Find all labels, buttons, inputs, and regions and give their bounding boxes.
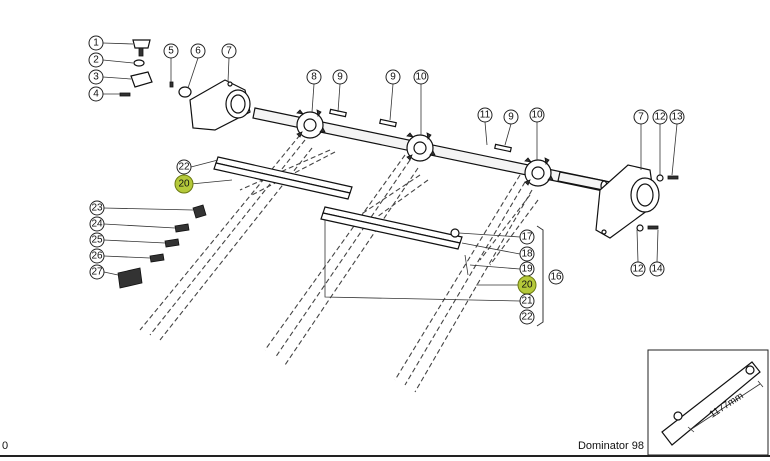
callout-20-lower-highlighted: 20 [517, 275, 537, 295]
callout-3: 3 [88, 69, 104, 85]
guide-rail-lower [320, 206, 469, 276]
callout-22-lower: 22 [519, 309, 535, 325]
svg-text:9: 9 [390, 72, 396, 83]
svg-text:13: 13 [671, 112, 683, 123]
svg-text:2: 2 [93, 55, 99, 66]
chain-line [369, 179, 429, 223]
callout-20-upper-highlighted: 20 [174, 174, 194, 194]
chain-line [359, 174, 421, 216]
right-fasteners [636, 174, 679, 232]
callout-19: 19 [519, 261, 535, 277]
model-label: Dominator 98 [577, 440, 644, 452]
svg-text:12: 12 [632, 264, 644, 275]
svg-text:18: 18 [521, 249, 533, 260]
callout-1: 1 [88, 35, 104, 51]
chain-line [284, 167, 419, 366]
chain-lines [139, 134, 539, 393]
svg-text:21: 21 [521, 296, 533, 307]
svg-text:24: 24 [91, 219, 103, 230]
callout-10-b: 10 [529, 107, 545, 123]
inset-detail: 1177mm [647, 349, 769, 456]
svg-text:12: 12 [654, 112, 666, 123]
svg-text:4: 4 [93, 89, 99, 100]
svg-text:20: 20 [521, 280, 533, 291]
svg-text:23: 23 [91, 203, 103, 214]
svg-text:8: 8 [311, 72, 317, 83]
callout-16: 16 [548, 269, 564, 285]
svg-text:3: 3 [93, 72, 99, 83]
svg-text:19: 19 [521, 264, 533, 275]
callout-22-upper: 22 [176, 159, 192, 175]
chain-line [489, 199, 539, 266]
svg-text:9: 9 [508, 112, 514, 123]
svg-text:26: 26 [91, 251, 103, 262]
chain-clips [117, 204, 207, 289]
chain-line [414, 189, 533, 393]
chain-line [239, 149, 331, 191]
chain-line [264, 154, 406, 351]
svg-text:14: 14 [651, 264, 663, 275]
svg-text:5: 5 [168, 46, 174, 57]
small-parts-top-left [119, 39, 192, 98]
svg-text:9: 9 [337, 72, 343, 83]
svg-text:7: 7 [638, 112, 644, 123]
svg-text:25: 25 [91, 235, 103, 246]
callout-7-left: 7 [221, 43, 237, 59]
svg-text:11: 11 [480, 110, 491, 121]
callout-8: 8 [306, 69, 322, 85]
callout-12-bottom: 12 [630, 261, 646, 277]
callout-26: 26 [89, 248, 105, 264]
svg-text:20: 20 [178, 179, 190, 190]
footer-rule [0, 455, 770, 457]
svg-text:10: 10 [415, 72, 427, 83]
callout-9-b: 9 [385, 69, 401, 85]
callout-21: 21 [519, 293, 535, 309]
left-bearing-flange [189, 79, 251, 131]
callout-10-a: 10 [413, 69, 429, 85]
callout-7-right: 7 [633, 109, 649, 125]
callout-4: 4 [88, 86, 104, 102]
chain-line [479, 194, 531, 261]
callout-6: 6 [190, 43, 206, 59]
guide-rail-upper [213, 156, 353, 200]
callout-9-a: 9 [332, 69, 348, 85]
chain-line [394, 174, 521, 381]
callout-12-top: 12 [652, 109, 668, 125]
callout-13: 13 [669, 109, 685, 125]
callout-11: 11 [477, 107, 493, 123]
sprocket-10a [406, 132, 436, 162]
svg-text:1: 1 [93, 38, 99, 49]
chain-line [139, 134, 301, 331]
leader-lines [102, 42, 678, 302]
group-bracket-16 [536, 225, 544, 327]
page-number: 0 [2, 440, 9, 452]
svg-text:7: 7 [226, 46, 232, 57]
sprocket-10b [524, 157, 554, 187]
svg-text:10: 10 [531, 110, 543, 121]
svg-text:22: 22 [178, 162, 190, 173]
chain-line [404, 181, 526, 386]
svg-text:22: 22 [521, 312, 533, 323]
callout-2: 2 [88, 52, 104, 68]
svg-text:17: 17 [521, 232, 533, 243]
callout-25: 25 [89, 232, 105, 248]
callout-5: 5 [163, 43, 179, 59]
callout-9-c: 9 [503, 109, 519, 125]
callout-24: 24 [89, 216, 105, 232]
svg-text:6: 6 [195, 46, 201, 57]
callout-14: 14 [649, 261, 665, 277]
sprocket-8 [296, 109, 326, 139]
callout-18: 18 [519, 246, 535, 262]
svg-text:27: 27 [91, 267, 103, 278]
callout-27: 27 [89, 264, 105, 280]
right-bearing-flange [595, 164, 660, 239]
svg-text:16: 16 [550, 272, 562, 283]
callout-17: 17 [519, 229, 535, 245]
callout-23: 23 [89, 200, 105, 216]
